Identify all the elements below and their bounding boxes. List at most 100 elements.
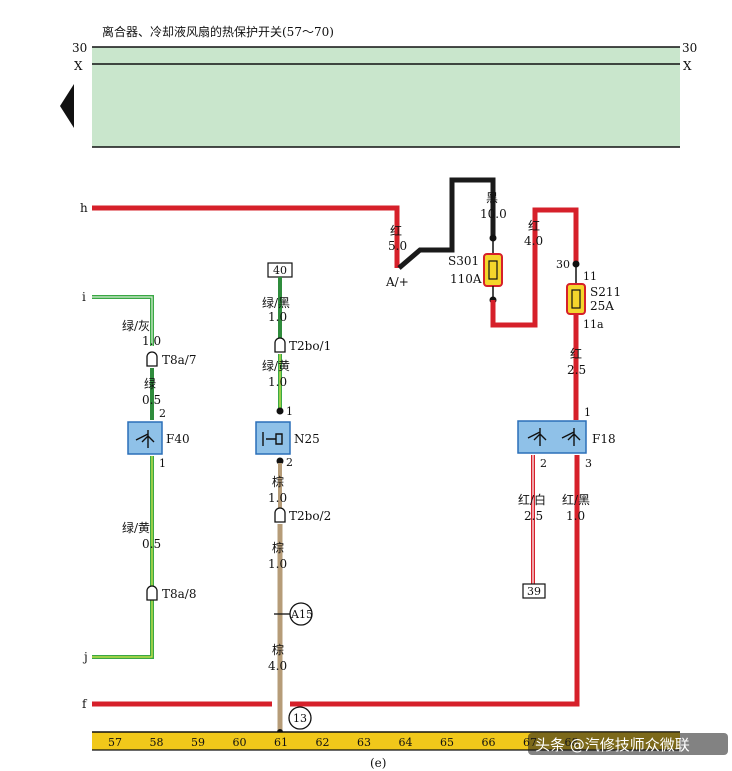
component-n25[interactable] [255, 421, 291, 455]
n25-pin1: 1 [286, 405, 293, 418]
wire-label-f: f [82, 697, 88, 711]
s211-rating: 25A [590, 299, 614, 313]
fuse-s211-element [571, 289, 581, 309]
wire-label-h: h [80, 201, 88, 215]
wire-h-red [92, 205, 400, 268]
connector-t2bo2-icon [274, 507, 286, 523]
wire-black-size: 10.0 [480, 207, 507, 221]
rail-number-65: 65 [440, 736, 454, 749]
top-rail-band [92, 47, 680, 147]
ground-13: 13 [293, 712, 307, 725]
watermark-backdrop [528, 733, 728, 755]
watermark: 头条 @汽修技师众微联 [535, 736, 690, 754]
a15-ref-circle [289, 602, 313, 626]
rail-number-57: 57 [108, 736, 122, 749]
wire-label-i: i [82, 290, 86, 304]
ref-39: 39 [527, 585, 541, 598]
wire-gb-size: 1.0 [268, 310, 287, 324]
wire-g-color: 绿 [144, 376, 156, 391]
figure-caption: (e) [370, 756, 386, 770]
wire-black [397, 177, 496, 270]
connector-t2bo1-icon [274, 337, 286, 353]
wire-red-50-size: 5.0 [388, 239, 407, 253]
fuse-s301[interactable] [483, 253, 503, 287]
wire-gb-color: 绿/黑 [262, 295, 290, 310]
wire-br2-color: 棕 [272, 540, 284, 555]
connector-t8a7-icon [146, 351, 158, 367]
rail-number-63: 63 [357, 736, 371, 749]
f18-name: F18 [592, 432, 616, 446]
rail-30-label-right: 30 [682, 41, 697, 55]
diagram-title: 离合器、冷却液风扇的热保护开关(57～70) [102, 24, 334, 39]
s211-pin-11: 11 [583, 270, 597, 283]
f40-pin1: 1 [159, 457, 166, 470]
a-plus-label: A/+ [385, 275, 409, 289]
n25-valve-icon [262, 432, 283, 446]
wire-ggr-color: 绿/灰 [122, 318, 150, 333]
rail-30-label-left: 30 [72, 41, 87, 55]
wire-br2-size: 1.0 [268, 557, 287, 571]
wire-red-40 [490, 207, 579, 328]
n25-pin2: 2 [286, 456, 293, 469]
f18-switch-a-icon [527, 428, 547, 446]
s301-name: S301 [448, 254, 479, 268]
wire-br3-color: 棕 [272, 642, 284, 657]
f18-pin2: 2 [540, 457, 547, 470]
f40-switch-icon [135, 430, 155, 448]
rail-number-60: 60 [233, 736, 247, 749]
connector-t2bo1: T2bo/1 [289, 339, 331, 353]
rail-number-59: 59 [191, 736, 205, 749]
ref-40: 40 [273, 264, 287, 277]
f18-pin3: 3 [585, 457, 592, 470]
wire-j-green-yellow-stripe [92, 456, 153, 658]
wire-red-50-color: 红 [390, 223, 402, 238]
wire-br3-size: 4.0 [268, 659, 287, 673]
f18-pin1: 1 [584, 406, 591, 419]
wire-rw-size: 2.5 [524, 509, 543, 523]
wire-red-25-size: 2.5 [567, 363, 586, 377]
wire-gy-size: 1.0 [268, 375, 287, 389]
wire-label-j: j [82, 650, 88, 664]
fuse-s301-element [488, 260, 498, 280]
wire-gy2-color: 绿/黄 [122, 520, 150, 535]
s211-name: S211 [590, 285, 621, 299]
wire-g-size: 0.5 [142, 393, 161, 407]
rail-number-64: 64 [399, 736, 413, 749]
rail-number-61: 61 [274, 736, 288, 749]
connector-t8a7: T8a/7 [162, 353, 196, 367]
fuse-s211[interactable] [566, 283, 586, 315]
wire-red-25-color: 红 [570, 346, 582, 361]
a15-ref: A15 [290, 608, 313, 621]
ground-13-circle [288, 706, 312, 730]
prev-page-arrow-icon[interactable] [60, 84, 74, 128]
wire-j-green-yellow [92, 456, 154, 659]
wire-rw-color: 红/白 [518, 492, 546, 507]
f40-name: F40 [166, 432, 190, 446]
wire-ggr-size: 1.0 [142, 334, 161, 348]
n25-bottom-node [276, 457, 284, 465]
rail-number-58: 58 [150, 736, 164, 749]
wire-red-40-size: 4.0 [524, 234, 543, 248]
s211-pin-out: 11a [583, 318, 604, 331]
wire-gy2-size: 0.5 [142, 537, 161, 551]
component-f40[interactable] [127, 421, 163, 455]
rail-number-66: 66 [482, 736, 496, 749]
f18-switch-b-icon [561, 428, 581, 446]
rail-number-62: 62 [316, 736, 330, 749]
rail-x-label-left: X [74, 59, 83, 73]
wire-red-40-color: 红 [528, 218, 540, 233]
n25-top-node [276, 407, 284, 415]
connector-t8a8: T8a/8 [162, 587, 196, 601]
wire-rb-size: 1.0 [566, 509, 585, 523]
wire-red-black [290, 455, 580, 707]
ref-box-39 [522, 583, 546, 599]
wire-br1-color: 棕 [272, 474, 284, 489]
connector-t2bo2: T2bo/2 [289, 509, 331, 523]
wire-rb-color: 红/黑 [562, 492, 590, 507]
component-f18[interactable] [517, 420, 587, 454]
connector-t8a8-icon [146, 585, 158, 601]
f40-pin2: 2 [159, 407, 166, 420]
rail-x-label-right: X [683, 59, 692, 73]
n25-name: N25 [294, 432, 320, 446]
